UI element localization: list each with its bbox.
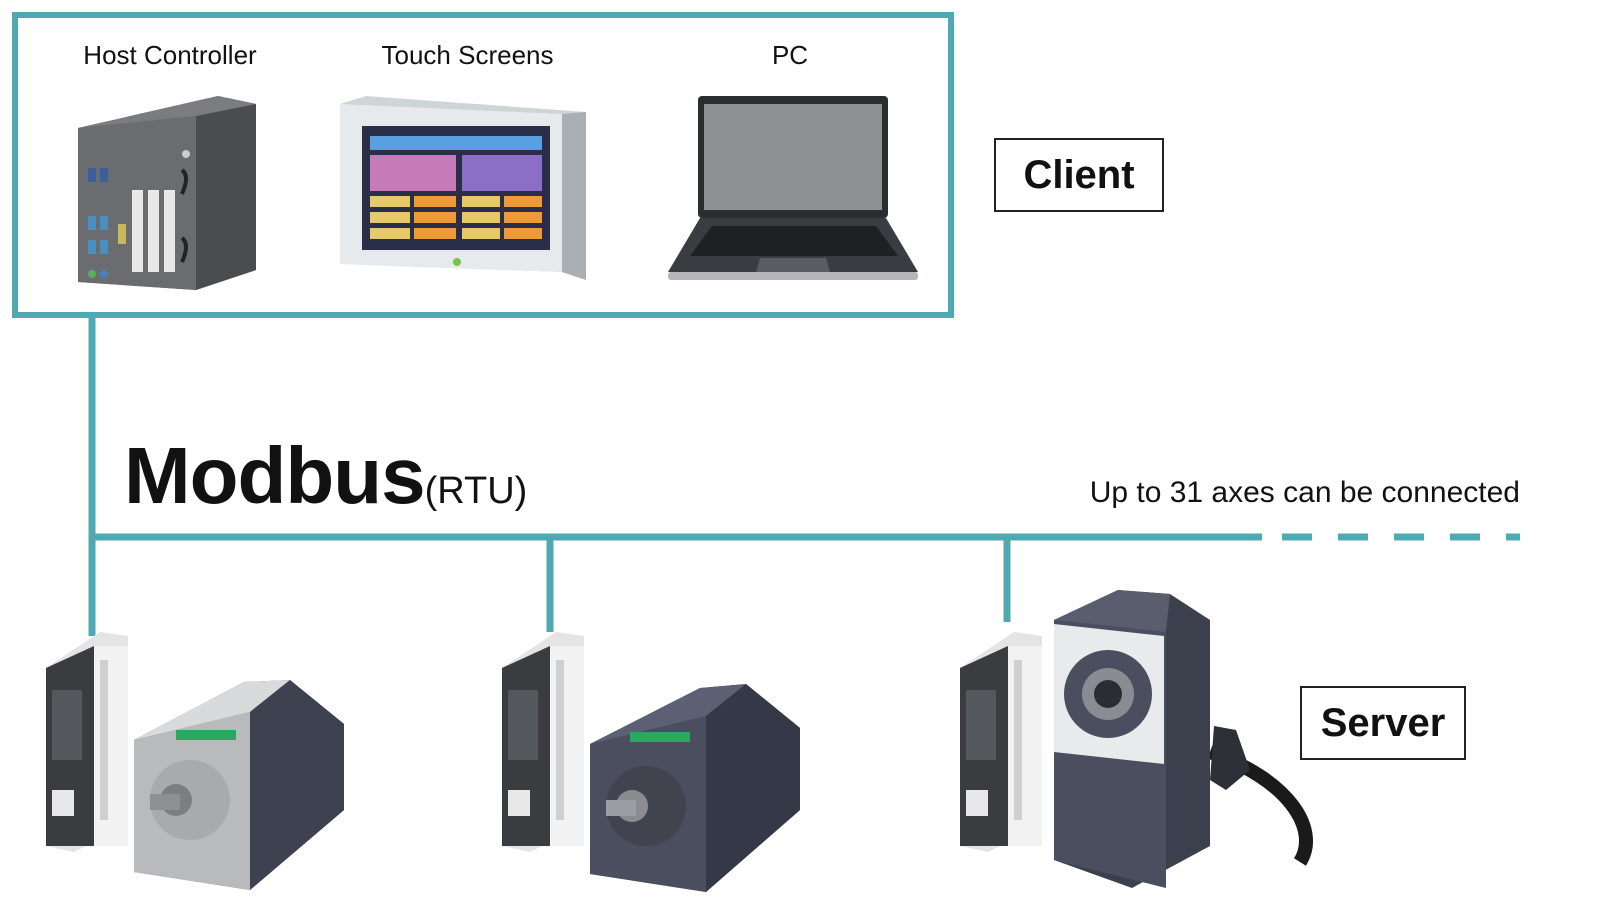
server-unit-1 — [46, 632, 344, 890]
hollow-shaft-motor-icon — [1054, 590, 1313, 888]
touch-screen-icon — [340, 96, 586, 280]
client-group-frame — [12, 12, 954, 318]
touch-screens-label: Touch Screens — [381, 40, 554, 70]
host-controller-label: Host Controller — [83, 40, 257, 70]
silver-gear-motor-icon — [134, 680, 344, 890]
industrial-pc-icon — [78, 96, 256, 290]
pc-label: PC — [771, 40, 809, 70]
server-role-label: Server — [1300, 686, 1466, 760]
axes-note: Up to 31 axes can be connected — [1089, 476, 1520, 509]
dark-gear-motor-icon — [590, 684, 800, 892]
driver-icon — [46, 632, 128, 852]
server-unit-3 — [960, 590, 1313, 888]
client-role-label: Client — [994, 138, 1164, 212]
driver-icon — [502, 632, 584, 852]
bus-title: Modbus(RTU) — [124, 430, 527, 522]
modbus-label: Modbus — [124, 431, 426, 520]
bus-lines — [88, 318, 1520, 636]
server-unit-2 — [502, 632, 800, 892]
driver-icon — [960, 632, 1042, 852]
laptop-icon — [668, 96, 918, 280]
rtu-label: (RTU) — [424, 470, 528, 512]
